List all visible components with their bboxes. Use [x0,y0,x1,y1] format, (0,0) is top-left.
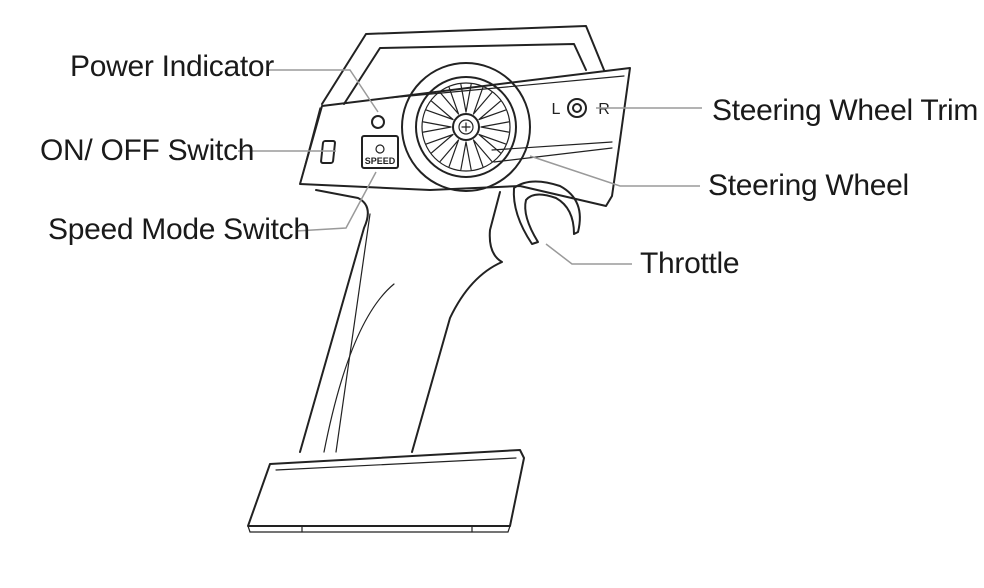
steering-wheel-leader [529,155,700,187]
label-throttle: Throttle [640,247,740,280]
power-indicator-leader [268,69,379,113]
wheel-spoke [460,83,472,113]
throttle-trigger[interactable] [512,180,581,245]
steering-trim[interactable]: L R [552,98,610,118]
power-indicator-led [371,115,385,129]
speed-button-text: SPEED [365,156,396,166]
speed-mode-button[interactable]: SPEED [361,135,399,169]
wheel-spoke [478,100,507,121]
transmitter-body [299,67,631,207]
wheel-spoke [425,133,454,154]
wheel-spoke [460,141,472,171]
transmitter-grip [299,189,503,453]
wheel-spoke [422,121,452,133]
leader-lines [238,69,702,265]
throttle-leader [545,243,632,265]
label-power-indicator: Power Indicator [70,50,274,83]
speed-mode-leader [295,171,377,232]
label-steering-wheel-trim: Steering Wheel Trim [712,94,979,127]
label-on-off-switch: ON/ OFF Switch [40,134,255,167]
wheel-spoke [425,100,454,121]
wheel-spoke [480,121,510,133]
wheel-spoke [439,86,460,115]
on-off-switch[interactable] [320,140,336,164]
steering-wheel-graphic [401,62,531,192]
wheel-spoke [439,139,460,168]
wheel-spoke [472,139,493,168]
top-frame [321,25,605,105]
label-steering-wheel: Steering Wheel [708,169,909,202]
label-speed-mode-switch: Speed Mode Switch [48,213,310,246]
transmitter-base [247,449,525,533]
wheel-spoke [472,86,493,115]
trim-left-label: L [552,101,561,118]
trim-right-label: R [598,101,610,118]
wheel-spoke [478,133,507,154]
